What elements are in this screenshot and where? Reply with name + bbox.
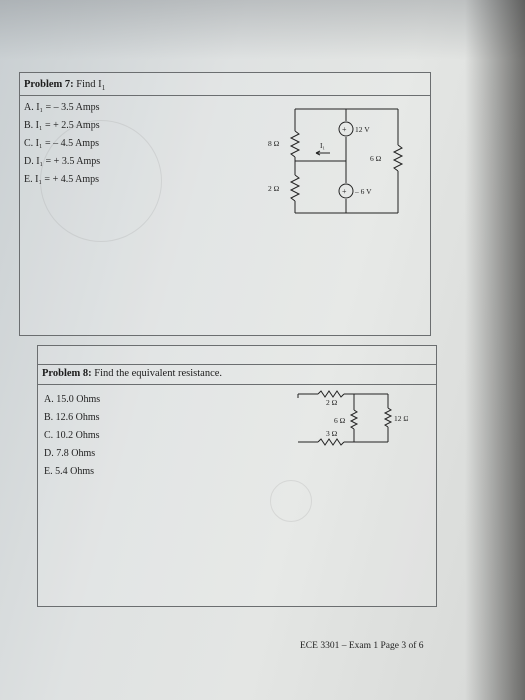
r-2-ohm-label: 2 Ω	[268, 184, 280, 193]
choice-a: A. I₁ = – 3.5 Amps	[24, 102, 100, 113]
source-12v-label: 12 V	[355, 125, 370, 134]
source-neg6v-label: – 6 V	[354, 187, 372, 196]
problem-7-title: Problem 7: Find I1	[24, 79, 105, 92]
r-3-ohm-label: 3 Ω	[326, 429, 338, 438]
problem-7-choices: A. I₁ = – 3.5 Amps B. I₁ = + 2.5 Amps C.…	[24, 99, 100, 189]
problem-7-heading: Problem 7:	[24, 79, 74, 90]
r-2-ohm-label: 2 Ω	[326, 398, 338, 407]
r-12-ohm-label: 12 Ω	[394, 414, 408, 423]
problem-8-heading: Problem 8:	[42, 368, 92, 379]
choice-b: B. I₁ = + 2.5 Amps	[24, 120, 100, 131]
problem-8-top-divider	[38, 364, 436, 365]
r-8-ohm-label: 8 Ω	[268, 139, 280, 148]
choice-d: D. I₁ = + 3.5 Amps	[24, 156, 101, 167]
problem-8-choices: A. 15.0 Ohms B. 12.6 Ohms C. 10.2 Ohms D…	[44, 391, 100, 481]
svg-text:+: +	[342, 187, 347, 196]
page-footer: ECE 3301 – Exam 1 Page 3 of 6	[300, 641, 424, 651]
problem-8-circuit: 2 Ω 6 Ω 3 Ω 12 Ω	[297, 390, 408, 446]
problem-7-prompt-subscript: 1	[101, 84, 106, 93]
problem-8-title: Problem 8: Find the equivalent resistanc…	[42, 368, 222, 379]
svg-text:+: +	[342, 125, 347, 134]
problem-8-box: Problem 8: Find the equivalent resistanc…	[37, 345, 437, 607]
choice-b: B. 12.6 Ohms	[44, 412, 100, 423]
choice-a: A. 15.0 Ohms	[44, 394, 101, 405]
problem-7-box: Problem 7: Find I1 A. I₁ = – 3.5 Amps B.…	[19, 72, 431, 336]
shadow	[0, 0, 525, 60]
bleed-through-mark	[270, 480, 312, 522]
r-6-ohm-label: 6 Ω	[370, 154, 382, 163]
shadow	[465, 0, 525, 700]
problem-7-circuit: + + 8 Ω 2 Ω 6 Ω 12 V – 6 V I₁	[268, 108, 404, 214]
r-6-ohm-label: 6 Ω	[334, 416, 346, 425]
problem-7-prompt: Find I	[76, 79, 102, 90]
current-i1-label: I₁	[320, 141, 325, 150]
problem-8-prompt: Find the equivalent resistance.	[94, 368, 223, 379]
choice-d: D. 7.8 Ohms	[44, 448, 96, 459]
choice-c: C. I₁ = – 4.5 Amps	[24, 138, 99, 149]
problem-7-divider	[20, 95, 430, 96]
choice-e: E. I₁ = + 4.5 Amps	[24, 174, 100, 185]
bleed-through-mark	[40, 120, 162, 242]
problem-8-divider	[38, 384, 436, 385]
choice-c: C. 10.2 Ohms	[44, 430, 100, 441]
choice-e: E. 5.4 Ohms	[44, 466, 94, 477]
